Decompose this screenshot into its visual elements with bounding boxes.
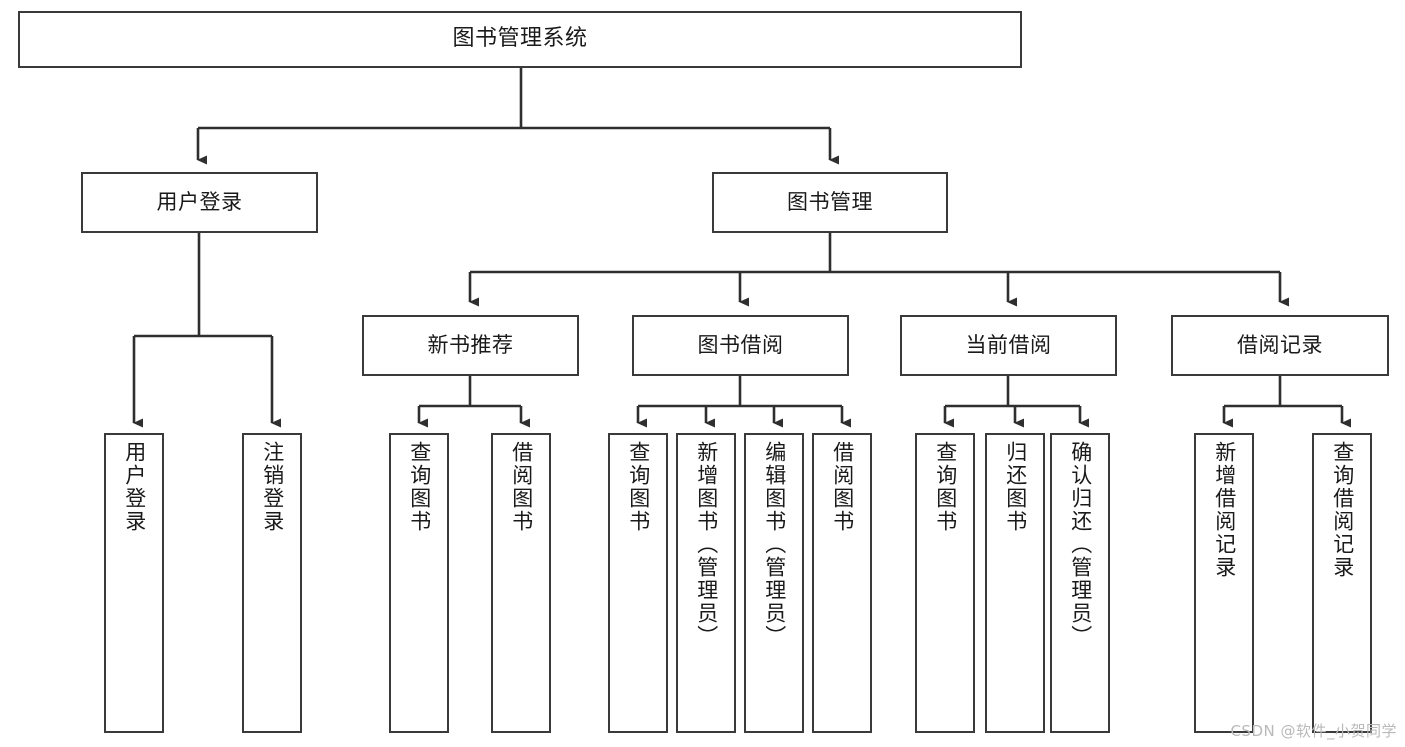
node-label: 当前借阅 [965, 332, 1052, 357]
node-label: 归还图书 [1003, 441, 1028, 533]
node-label: 查询图书 [407, 441, 432, 533]
node-leaf-edit-book-admin[interactable]: 编辑图书（管理员） [744, 433, 804, 733]
node-leaf-add-borrow-record[interactable]: 新增借阅记录 [1194, 433, 1254, 733]
node-label: 新增图书（管理员） [694, 441, 719, 648]
node-label: 借阅图书 [509, 441, 534, 533]
node-label: 借阅记录 [1237, 332, 1323, 357]
node-leaf-query-book-current[interactable]: 查询图书 [915, 433, 975, 733]
node-new-book-recommend[interactable]: 新书推荐 [362, 315, 579, 376]
node-current-borrow[interactable]: 当前借阅 [900, 315, 1117, 376]
node-label: 借阅图书 [830, 441, 855, 533]
node-label: 注销登录 [260, 441, 285, 533]
node-label: 查询图书 [626, 441, 651, 533]
node-borrow-record[interactable]: 借阅记录 [1171, 315, 1389, 376]
node-leaf-user-login[interactable]: 用户登录 [104, 433, 164, 733]
node-leaf-confirm-return-admin[interactable]: 确认归还（管理员） [1050, 433, 1110, 733]
node-leaf-logout[interactable]: 注销登录 [242, 433, 302, 733]
node-label: 新书推荐 [427, 332, 514, 357]
node-user-login[interactable]: 用户登录 [81, 172, 318, 233]
node-leaf-borrow-book[interactable]: 借阅图书 [812, 433, 872, 733]
node-leaf-query-book-recommend[interactable]: 查询图书 [389, 433, 449, 733]
node-leaf-query-book-borrow[interactable]: 查询图书 [608, 433, 668, 733]
node-label: 用户登录 [156, 189, 243, 214]
node-book-borrow[interactable]: 图书借阅 [632, 315, 849, 376]
node-leaf-add-book-admin[interactable]: 新增图书（管理员） [676, 433, 736, 733]
node-label: 查询借阅记录 [1330, 441, 1355, 579]
node-book-management[interactable]: 图书管理 [712, 172, 948, 233]
node-label: 查询图书 [933, 441, 958, 533]
node-leaf-return-book[interactable]: 归还图书 [985, 433, 1045, 733]
node-leaf-borrow-book-recommend[interactable]: 借阅图书 [491, 433, 551, 733]
node-label: 用户登录 [122, 441, 147, 533]
node-label: 图书管理系统 [452, 26, 588, 52]
node-leaf-query-borrow-record[interactable]: 查询借阅记录 [1312, 433, 1372, 733]
node-label: 确认归还（管理员） [1068, 441, 1093, 648]
node-root-book-management-system[interactable]: 图书管理系统 [18, 11, 1022, 68]
node-label: 图书借阅 [697, 332, 784, 357]
watermark-text: CSDN @软件_小贺同学 [1230, 722, 1397, 740]
node-label: 新增借阅记录 [1212, 441, 1237, 579]
node-label: 编辑图书（管理员） [762, 441, 787, 648]
node-label: 图书管理 [787, 189, 873, 214]
